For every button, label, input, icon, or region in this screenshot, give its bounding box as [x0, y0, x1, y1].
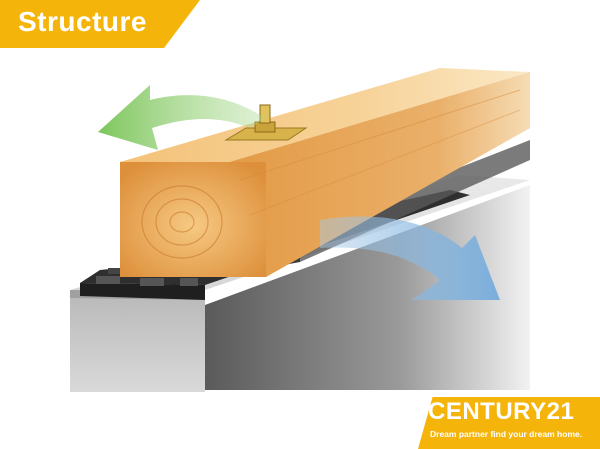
wooden-beam [120, 68, 530, 277]
brand-banner [418, 397, 600, 449]
airflow-arrow-outgoing-icon [98, 85, 265, 150]
airflow-arrow-incoming-icon [320, 216, 500, 300]
brand-logo-name: CENTURY21 [428, 398, 575, 425]
page-title: Structure [18, 6, 147, 37]
title-banner [0, 0, 200, 48]
brand-tagline: Dream partner find your dream home. [430, 429, 583, 439]
anchor-bolt-icon [224, 104, 308, 141]
